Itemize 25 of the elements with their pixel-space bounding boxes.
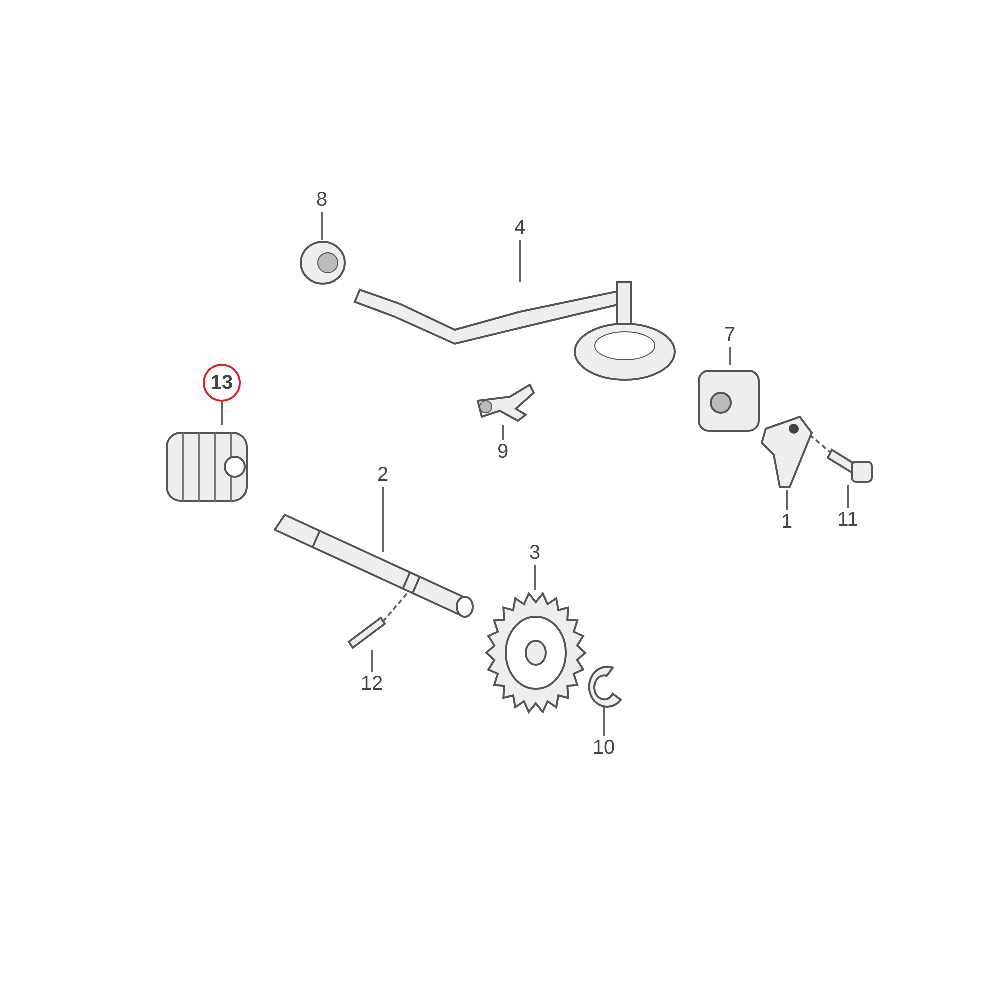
callout-number: 8 (310, 188, 334, 212)
center-line (809, 434, 833, 455)
leader-line (502, 425, 504, 440)
leader-line (729, 347, 731, 365)
callout-number: 12 (357, 672, 387, 696)
leader-line (382, 487, 384, 552)
leader-line (847, 485, 849, 508)
callout-number: 1 (775, 510, 799, 534)
callout-number: 2 (371, 463, 395, 487)
callout-number: 9 (491, 440, 515, 464)
callout-number: 7 (718, 323, 742, 347)
leader-line (371, 650, 373, 672)
leader-line (221, 402, 223, 425)
callout-number: 3 (523, 541, 547, 565)
leader-line (519, 240, 521, 282)
sprocket-drawing (483, 590, 589, 716)
callout-number: 4 (508, 216, 532, 240)
callout-number: 11 (833, 508, 863, 532)
leader-line (786, 490, 788, 510)
callout-number: 13 (203, 364, 241, 402)
callout-number: 10 (589, 736, 619, 760)
leader-line (321, 212, 323, 240)
leader-line (534, 565, 536, 590)
bracket-drawing (760, 415, 816, 490)
nut-drawing (298, 240, 348, 286)
